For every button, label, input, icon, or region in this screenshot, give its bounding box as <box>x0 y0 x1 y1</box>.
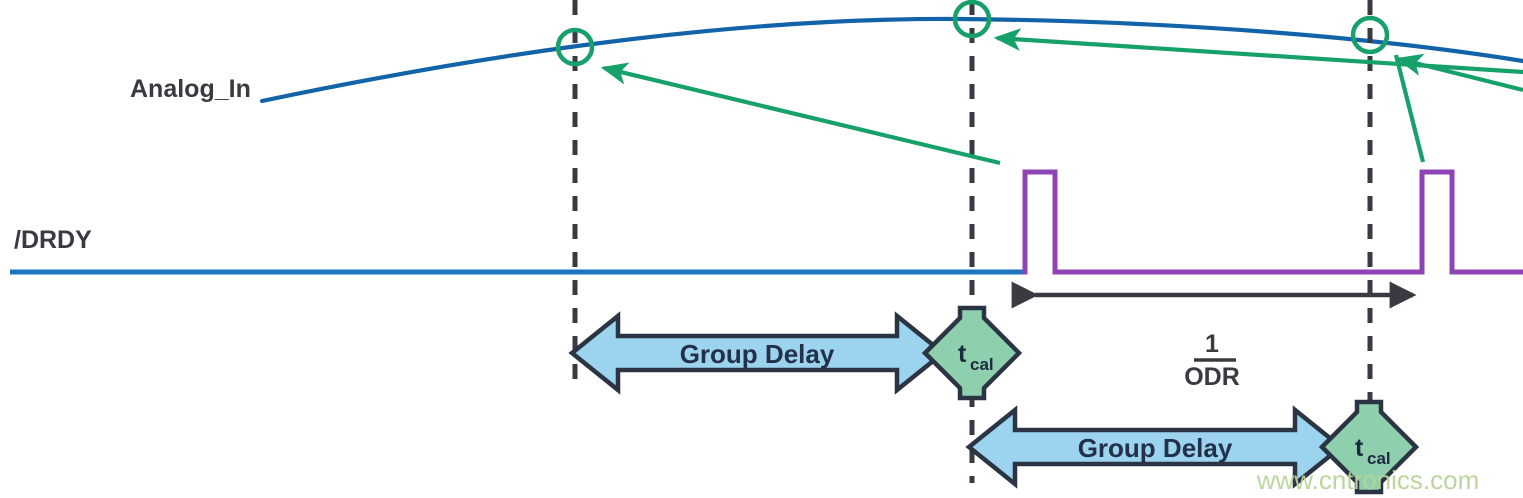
analog-in-label: Analog_In <box>130 75 251 103</box>
dashed-cursor-lines <box>572 0 1373 483</box>
tcal-sublabel-2: cal <box>1367 449 1391 468</box>
tcal-diamond-shape-2 <box>1318 399 1420 495</box>
group-delay-label-2: Group Delay <box>1078 433 1233 463</box>
watermark-text: www.cntronics.com <box>1256 465 1480 495</box>
tcal-sublabel-1: cal <box>970 355 994 374</box>
odr-period-measure: 1 ODR <box>1011 281 1417 391</box>
sample-point-marker-1 <box>555 27 595 67</box>
callout-arrow-3 <box>1393 54 1426 163</box>
callout-arrow-1 <box>600 62 1001 166</box>
tcal-measure-2: t cal <box>1318 399 1420 495</box>
tcal-diamond-shape-1 <box>921 305 1023 401</box>
group-delay-measure-2: Group Delay <box>965 405 1345 489</box>
drdy-label: /DRDY <box>14 226 92 254</box>
group-delay-measure-1: Group Delay <box>568 311 947 395</box>
group-delay-label-1: Group Delay <box>680 339 835 369</box>
odr-denominator-label: ODR <box>1184 363 1240 391</box>
tcal-label-1: t <box>958 340 967 368</box>
callout-arrow-4 <box>1395 53 1523 93</box>
tcal-label-2: t <box>1355 434 1364 462</box>
sample-point-marker-2 <box>952 0 992 39</box>
sample-point-marker-3 <box>1350 15 1390 55</box>
analog-in-waveform <box>259 16 1523 104</box>
drdy-waveform <box>10 169 1523 275</box>
sample-point-markers <box>555 0 1390 67</box>
tcal-measure-1: t cal <box>921 305 1023 401</box>
callout-arrow-2 <box>993 28 1523 75</box>
callout-arrows <box>600 28 1523 166</box>
odr-numerator-label: 1 <box>1205 330 1219 358</box>
drdy-pulse-train <box>1022 169 1523 275</box>
